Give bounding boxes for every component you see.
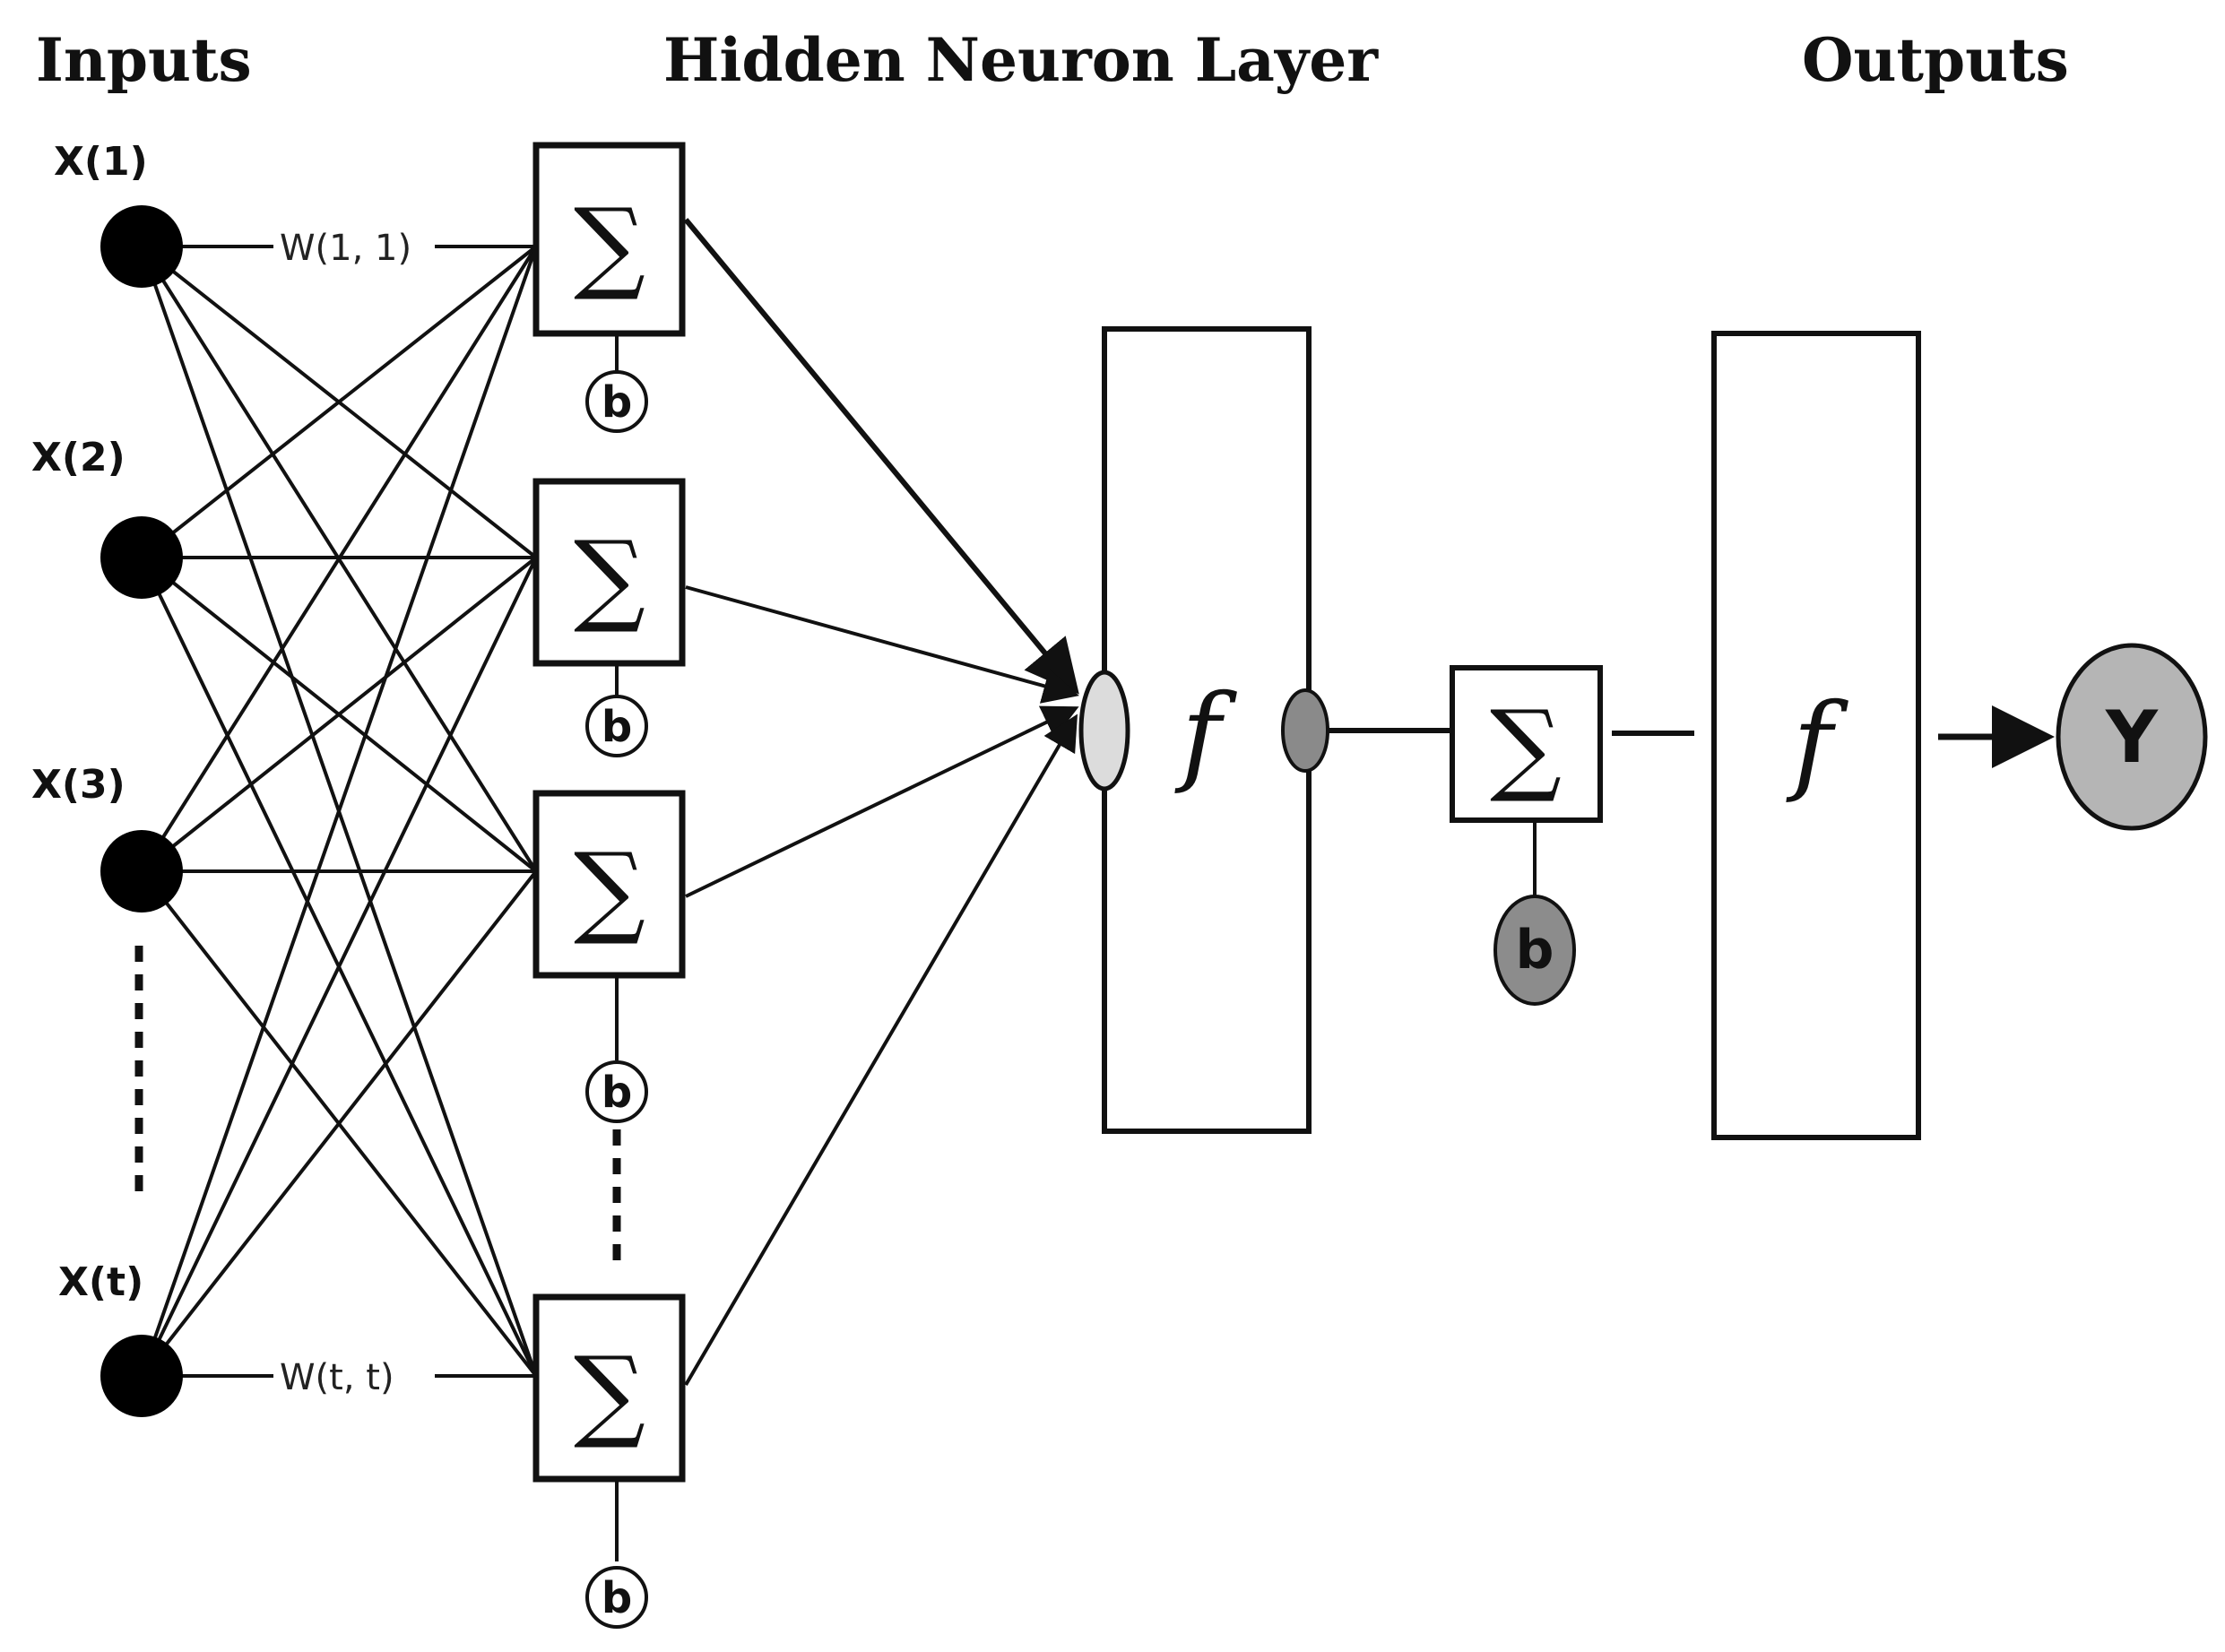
activation-output-port (1281, 688, 1329, 773)
activation-block-2: f (1711, 331, 1921, 1140)
hidden-neuron-t: ∑ (532, 1293, 686, 1483)
bias-node-1: b (585, 370, 648, 433)
sum-symbol: ∑ (574, 1336, 645, 1452)
connection-line (140, 245, 538, 873)
activation-input-port (1078, 670, 1130, 791)
weight-label-bg-1 (273, 224, 435, 271)
output-summation-neuron: ∑ (1450, 665, 1603, 823)
weight-label-w11: W(1, 1) (280, 228, 411, 269)
input-node-3 (100, 830, 183, 912)
hidden-layer-header: Hidden Neuron Layer (663, 25, 1379, 95)
svg-text:b: b (602, 377, 632, 428)
input-label-x2: X(2) (31, 435, 126, 480)
input-node-t (100, 1335, 183, 1417)
hidden-neuron-1: ∑ (532, 142, 686, 337)
sum-symbol: ∑ (1490, 689, 1562, 806)
connection-line (140, 245, 538, 559)
connection-line (140, 246, 538, 1377)
svg-text:b: b (602, 1573, 632, 1623)
activation-block-1: f (1102, 326, 1312, 1134)
svg-text:b: b (602, 1068, 632, 1118)
bias-node-3: b (585, 1060, 648, 1123)
connection-line (140, 869, 538, 1378)
input-label-xt: X(t) (58, 1259, 143, 1305)
connection-line (140, 557, 538, 1377)
input-node-2 (100, 516, 183, 599)
hidden-neuron-2: ∑ (532, 478, 686, 667)
sum-symbol: ∑ (574, 832, 645, 948)
svg-text:b: b (602, 702, 632, 752)
input-to-hidden-connections (140, 245, 538, 1378)
bias-node-2: b (585, 695, 648, 757)
input-label-x1: X(1) (54, 139, 148, 185)
inputs-header: Inputs (36, 25, 252, 95)
output-node-y: Y (2056, 643, 2208, 831)
sum-symbol: ∑ (574, 520, 645, 636)
input-label-x3: X(3) (31, 762, 126, 808)
outputs-header: Outputs (1802, 25, 2069, 95)
bias-node-t: b (585, 1566, 648, 1629)
hidden-neuron-3: ∑ (532, 790, 686, 979)
output-bias-node: b (1493, 895, 1576, 1006)
hidden-to-activation-arrows (683, 218, 1079, 1387)
connection-line (140, 556, 538, 873)
sum-symbol: ∑ (574, 187, 645, 304)
output-label: Y (2105, 696, 2159, 779)
input-node-1 (100, 205, 183, 288)
weight-label-wtt: W(t, t) (280, 1357, 394, 1398)
svg-text:b: b (1516, 919, 1554, 982)
weight-label-bg-t (273, 1354, 435, 1400)
